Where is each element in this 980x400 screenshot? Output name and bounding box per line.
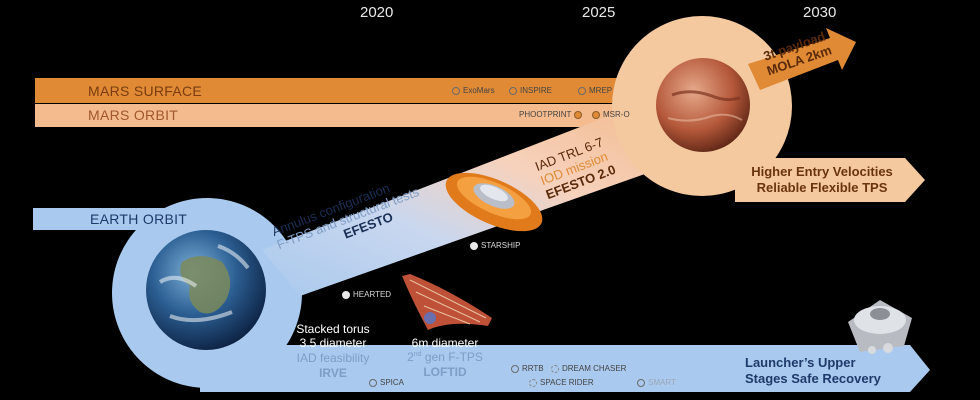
mission-marker-icon — [592, 111, 600, 119]
mission-label: MSR-O — [603, 110, 630, 119]
mission-label: SMART — [648, 378, 676, 387]
mission-marker-icon — [551, 365, 559, 373]
mission-smart: SMART — [637, 378, 676, 387]
loftid-line2: 2nd gen F-TPS — [405, 350, 485, 364]
loftid-line1: 6m diameter — [405, 336, 485, 350]
year-2030: 2030 — [803, 4, 836, 21]
mission-exomars: ExoMars — [452, 86, 495, 95]
mission-marker-icon — [637, 379, 645, 387]
loftid-gen-number: 2 — [407, 350, 414, 364]
mission-label: SPACE RIDER — [540, 378, 594, 387]
mars-planet-icon — [656, 58, 750, 152]
launcher-line2: Stages Safe Recovery — [745, 371, 881, 387]
upper-stage-icon — [848, 300, 912, 354]
loftid-shield-icon — [402, 274, 492, 330]
irve-line2: 3.5 diameter — [293, 336, 373, 350]
mission-phootprint: PHOOTPRINT — [519, 110, 582, 119]
mission-marker-icon — [470, 242, 478, 250]
entry-line1: Higher Entry Velocities — [742, 164, 902, 180]
year-2025: 2025 — [582, 4, 615, 21]
mission-space-rider: SPACE RIDER — [529, 378, 594, 387]
mission-marker-icon — [578, 87, 586, 95]
year-2020: 2020 — [360, 4, 393, 21]
earth-orbit-title: EARTH ORBIT — [90, 211, 187, 227]
mission-marker-icon — [509, 87, 517, 95]
irve-name: IRVE — [288, 366, 378, 380]
mission-label: SPICA — [380, 378, 404, 387]
mission-marker-icon — [511, 365, 519, 373]
mars-surface-title: MARS SURFACE — [88, 83, 202, 99]
entry-line2: Reliable Flexible TPS — [742, 180, 902, 196]
irve-line1: Stacked torus — [293, 322, 373, 336]
entry-text: Higher Entry Velocities Reliable Flexibl… — [742, 164, 902, 196]
mission-hearted: HEARTED — [342, 290, 391, 299]
mission-marker-icon — [342, 291, 350, 299]
mission-label: MREP — [589, 86, 612, 95]
mission-marker-icon — [574, 111, 582, 119]
mission-label: HEARTED — [353, 290, 391, 299]
mission-mrep: MREP — [578, 86, 612, 95]
mission-label: INSPIRE — [520, 86, 552, 95]
mission-marker-icon — [529, 379, 537, 387]
mission-inspire: INSPIRE — [509, 86, 552, 95]
mission-starship: STARSHIP — [470, 241, 520, 250]
mission-label: STARSHIP — [481, 241, 520, 250]
launcher-text: Launcher’s Upper Stages Safe Recovery — [745, 355, 881, 387]
loftid-name: LOFTID — [405, 365, 485, 379]
launcher-line1: Launcher’s Upper — [745, 355, 881, 371]
mission-label: RRTB — [522, 364, 544, 373]
loftid-gen-text: gen F-TPS — [422, 350, 483, 364]
mission-msr-o: MSR-O — [592, 110, 630, 119]
loftid-gen-suffix: nd — [414, 351, 422, 358]
mission-label: DREAM CHASER — [562, 364, 626, 373]
irve-line3: IAD feasibility — [288, 351, 378, 365]
mission-marker-icon — [452, 87, 460, 95]
mars-orbit-title: MARS ORBIT — [88, 107, 178, 123]
mission-dream-chaser: DREAM CHASER — [551, 364, 626, 373]
mission-label: PHOOTPRINT — [519, 110, 571, 119]
mission-rrtb: RRTB — [511, 364, 544, 373]
mission-label: ExoMars — [463, 86, 495, 95]
